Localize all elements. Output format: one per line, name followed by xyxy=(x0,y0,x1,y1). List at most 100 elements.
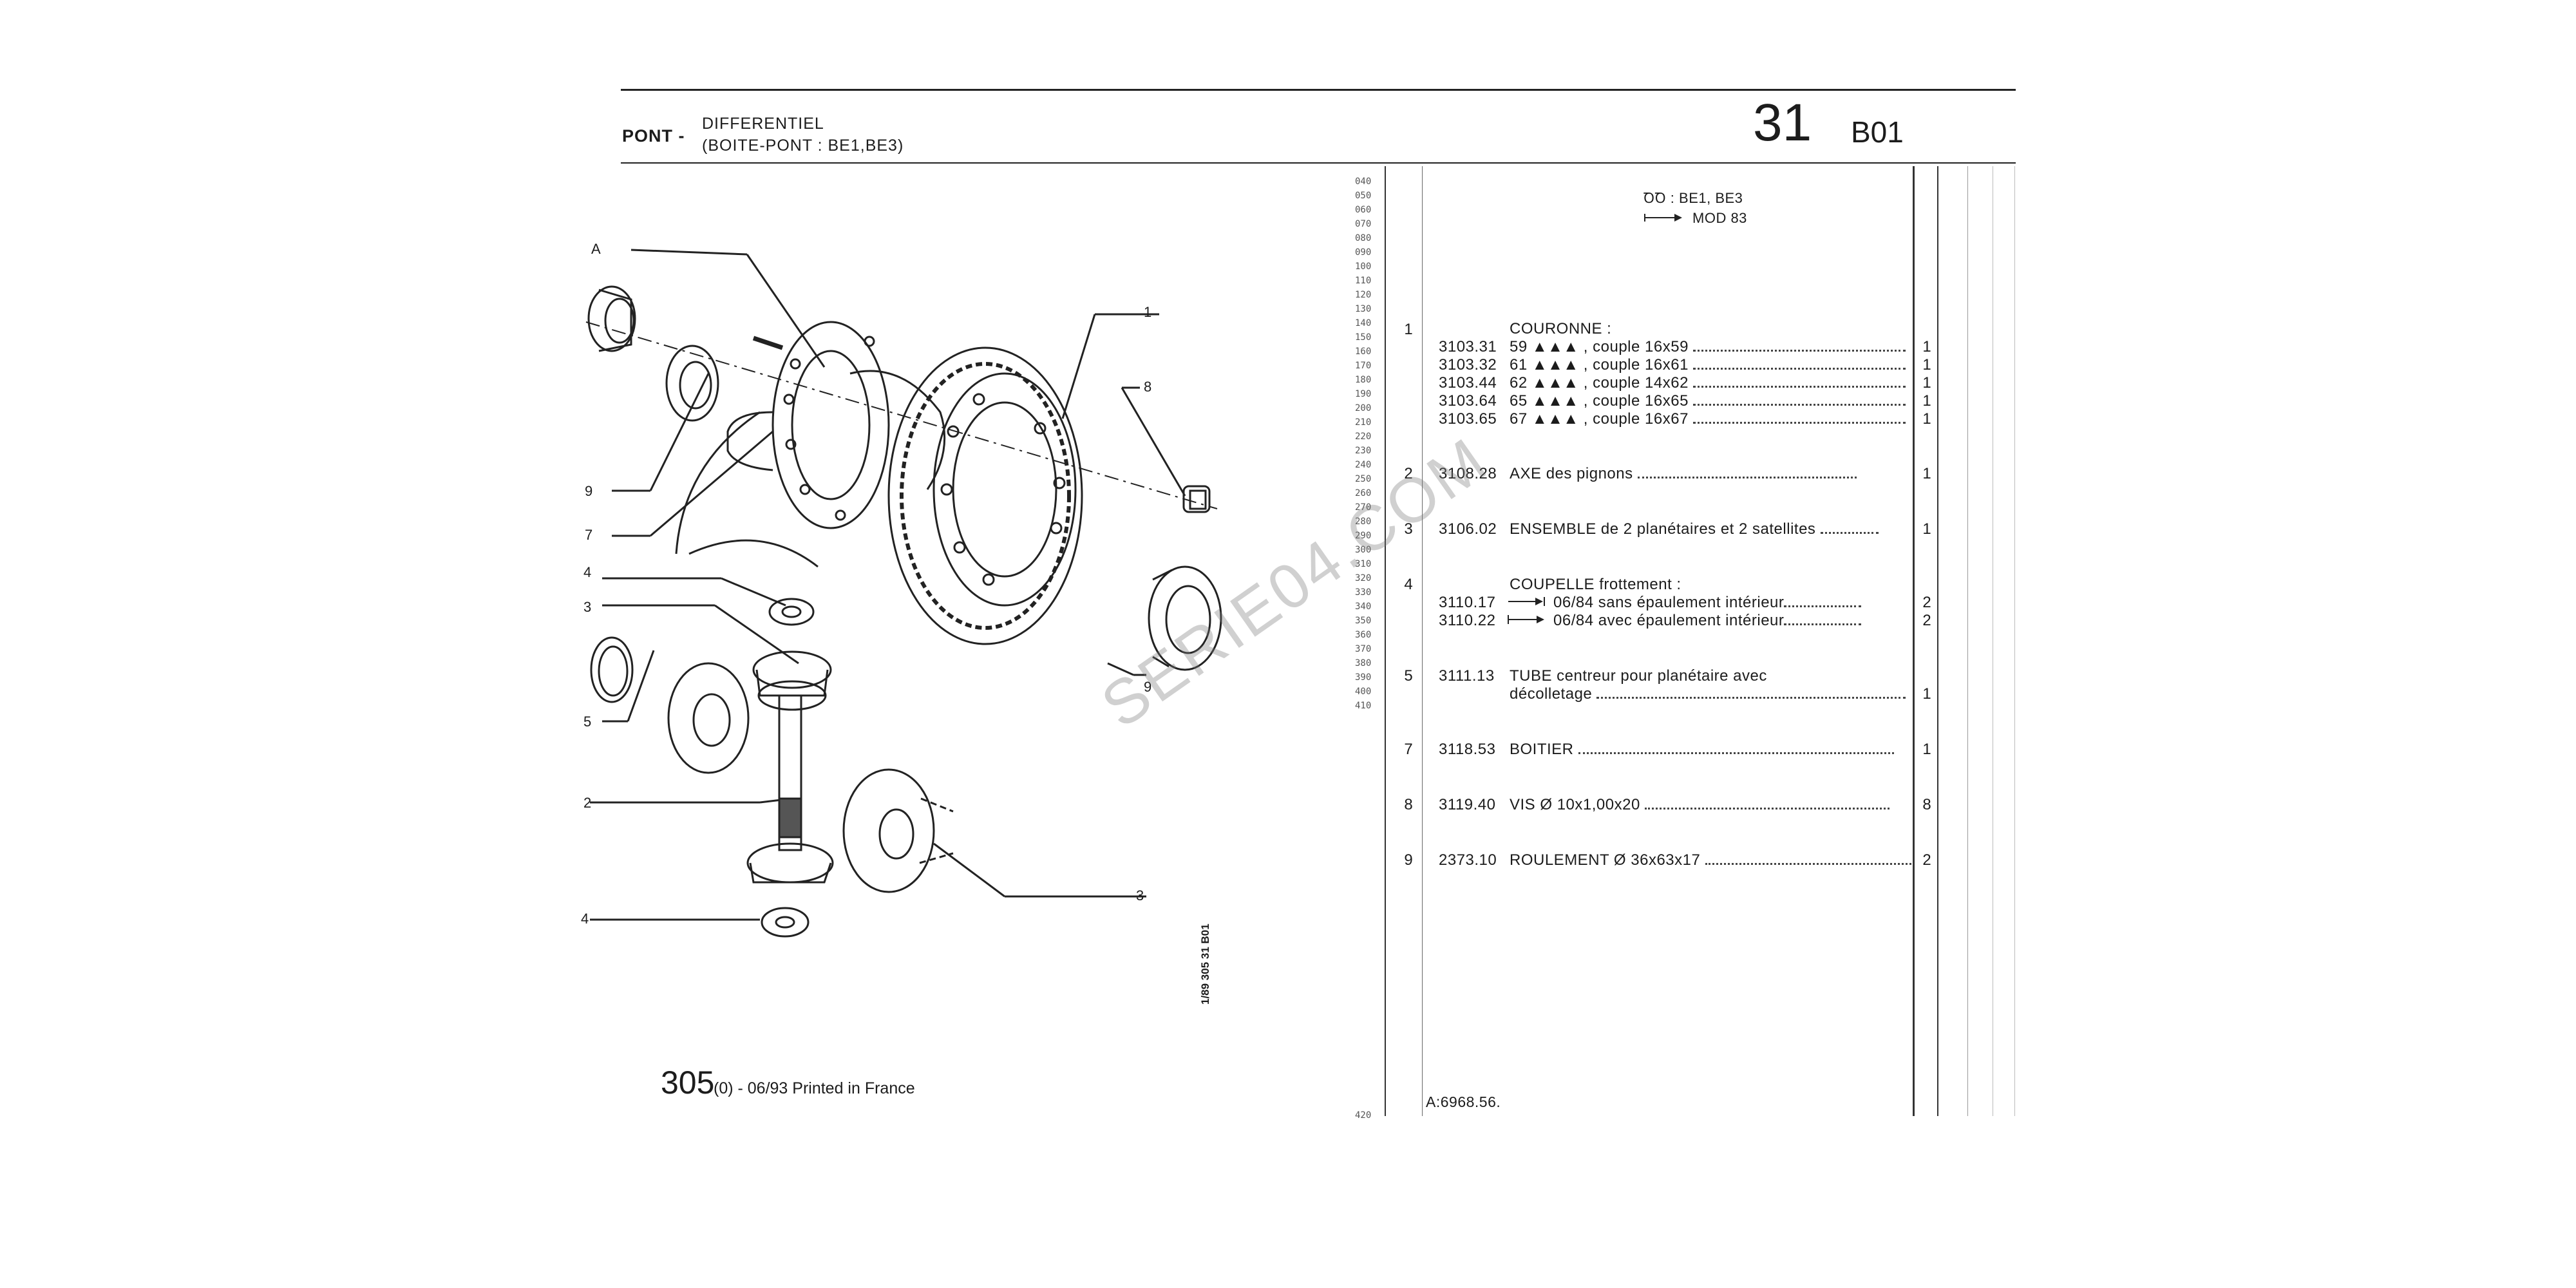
pn-3111-13: 3111.13 xyxy=(1439,667,1495,685)
row-code: 180 xyxy=(1355,375,1372,385)
callout-A: A xyxy=(591,241,601,257)
row-code: 380 xyxy=(1355,658,1372,668)
row-code: 320 xyxy=(1355,573,1372,583)
row-code: 160 xyxy=(1355,346,1372,357)
callout-8: 8 xyxy=(1144,379,1152,395)
row-code: 280 xyxy=(1355,516,1372,527)
row-code: 040 xyxy=(1355,176,1372,187)
row-code: 080 xyxy=(1355,233,1372,243)
row-code: 290 xyxy=(1355,531,1372,541)
row-code: 270 xyxy=(1355,502,1372,513)
qty-3103-65: 1 xyxy=(1922,410,1931,428)
table-rule-extra-3 xyxy=(2014,166,2015,1116)
row-code: 200 xyxy=(1355,403,1372,413)
row-code: 310 xyxy=(1355,559,1372,569)
row-code: 340 xyxy=(1355,601,1372,612)
qty-3106-02: 1 xyxy=(1922,520,1931,538)
header-bottom-rule xyxy=(621,162,2016,164)
desc-2373-10: ROULEMENT Ø 36x63x17 xyxy=(1510,851,1911,869)
pn-3108-28: 3108.28 xyxy=(1439,465,1497,482)
pn-3118-53: 3118.53 xyxy=(1439,741,1496,758)
desc-3106-02: ENSEMBLE de 2 planétaires et 2 satellite… xyxy=(1510,520,1879,538)
pn-2373-10: 2373.10 xyxy=(1439,851,1497,869)
desc-3118-53: BOITIER xyxy=(1510,741,1894,759)
desc-3103-65: 67 ▲▲▲ , couple 16x67 xyxy=(1510,410,1906,428)
qty-3103-64: 1 xyxy=(1922,392,1931,410)
callout-4-top: 4 xyxy=(583,564,592,580)
table-rule-ref xyxy=(1422,166,1423,1116)
part-ref-9: 9 xyxy=(1404,851,1413,869)
row-code: 330 xyxy=(1355,587,1372,598)
row-code: 130 xyxy=(1355,304,1372,314)
pn-3103-44: 3103.44 xyxy=(1439,374,1497,392)
table-rule-qty-left xyxy=(1913,166,1915,1116)
differential-exploded-diagram xyxy=(585,249,1222,938)
part-ref-2: 2 xyxy=(1404,465,1413,482)
part-title-couronne: COURONNE : xyxy=(1510,320,1612,337)
side-reference-code: 1/89 305 31 B01 xyxy=(1199,923,1211,1005)
qty-3118-53: 1 xyxy=(1922,741,1931,758)
desc-3119-40: VIS Ø 10x1,00x20 xyxy=(1510,796,1889,814)
pn-3103-31: 3103.31 xyxy=(1439,338,1497,355)
table-rule-qty-right xyxy=(1937,166,1938,1116)
arrow-icon xyxy=(1643,211,1683,224)
callout-9-right: 9 xyxy=(1144,679,1152,695)
row-code: 060 xyxy=(1355,205,1372,215)
row-code: 220 xyxy=(1355,431,1372,442)
callout-1: 1 xyxy=(1144,304,1152,320)
row-code: 110 xyxy=(1355,276,1372,286)
desc-3103-44: 62 ▲▲▲ , couple 14x62 xyxy=(1510,374,1906,392)
pn-3103-65: 3103.65 xyxy=(1439,410,1497,428)
row-code-last: 420 xyxy=(1355,1110,1372,1121)
subtitle-line-1: DIFFERENTIEL xyxy=(702,115,824,133)
table-rule-gutter xyxy=(1385,166,1386,1116)
drawing-reference: A:6968.56. xyxy=(1426,1094,1501,1110)
pn-3110-22: 3110.22 xyxy=(1439,612,1496,629)
desc-3108-28: AXE des pignons xyxy=(1510,465,1857,483)
qty-3103-32: 1 xyxy=(1922,356,1931,374)
row-code: 230 xyxy=(1355,446,1372,456)
desc-3111-13: TUBE centreur pour planétaire avec xyxy=(1510,667,1767,685)
qty-3110-22: 2 xyxy=(1922,612,1931,629)
arrow-start-icon xyxy=(1507,613,1547,626)
qty-2373-10: 2 xyxy=(1922,851,1931,869)
row-code: 090 xyxy=(1355,247,1372,258)
footer-print-note: (0) - 06/93 Printed in France xyxy=(714,1079,915,1097)
part-ref-4: 4 xyxy=(1404,576,1413,593)
row-code: 100 xyxy=(1355,261,1372,272)
desc-3103-64: 65 ▲▲▲ , couple 16x65 xyxy=(1510,392,1906,410)
part-ref-1: 1 xyxy=(1404,321,1413,338)
qty-3111-13: 1 xyxy=(1922,685,1931,703)
arrow-stop-icon xyxy=(1507,595,1547,608)
row-code: 390 xyxy=(1355,672,1372,683)
row-code: 140 xyxy=(1355,318,1372,328)
header-top-rule xyxy=(621,89,2016,91)
row-code: 260 xyxy=(1355,488,1372,498)
section-label: PONT - xyxy=(622,126,685,146)
callout-3-top: 3 xyxy=(583,599,592,615)
row-code: 370 xyxy=(1355,644,1372,654)
row-code: 050 xyxy=(1355,191,1372,201)
footer-model: 305 xyxy=(661,1065,715,1101)
desc-3103-32: 61 ▲▲▲ , couple 16x61 xyxy=(1510,356,1906,374)
row-code: 190 xyxy=(1355,389,1372,399)
qty-3119-40: 8 xyxy=(1922,796,1931,813)
row-code: 120 xyxy=(1355,290,1372,300)
row-code: 360 xyxy=(1355,630,1372,640)
desc-3110-17: 06/84 sans épaulement intérieur xyxy=(1553,594,1862,612)
part-title-coupelle: COUPELLE frottement : xyxy=(1510,576,1681,593)
desc-3110-22: 06/84 avec épaulement intérieur xyxy=(1553,612,1862,630)
part-ref-7: 7 xyxy=(1404,741,1413,758)
row-code: 350 xyxy=(1355,616,1372,626)
page-number: 31 xyxy=(1753,93,1812,152)
pn-3110-17: 3110.17 xyxy=(1439,594,1496,611)
callout-9-left: 9 xyxy=(585,483,593,499)
page-code: B01 xyxy=(1851,115,1904,149)
table-rule-extra-1 xyxy=(1967,166,1968,1116)
applicability-engines: ꝹꝹ : BE1, BE3 xyxy=(1643,190,1743,206)
part-ref-8: 8 xyxy=(1404,796,1413,813)
part-ref-5: 5 xyxy=(1404,667,1413,685)
qty-3103-31: 1 xyxy=(1922,338,1931,355)
row-code: 240 xyxy=(1355,460,1372,470)
qty-3103-44: 1 xyxy=(1922,374,1931,392)
